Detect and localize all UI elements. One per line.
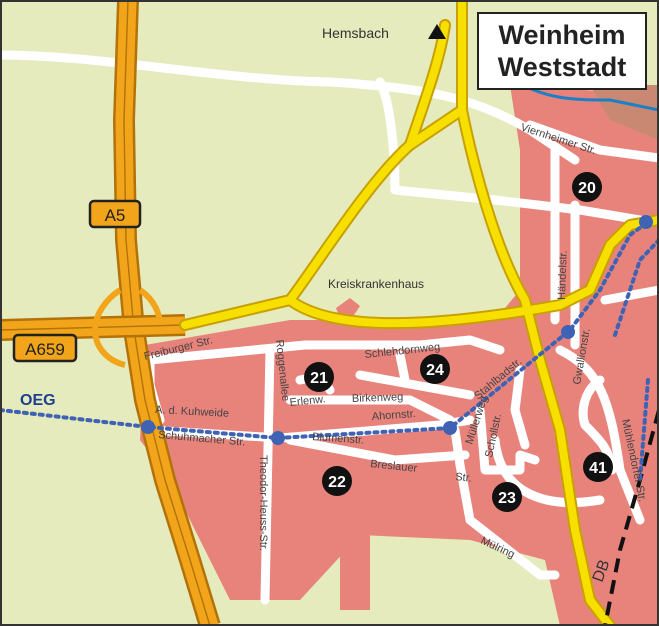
hospital-building bbox=[336, 298, 360, 318]
street-breslauer: Breslauer bbox=[370, 458, 418, 475]
map-title-line1: Weinheim bbox=[498, 20, 626, 50]
marker-22: 22 bbox=[322, 466, 352, 496]
tram-line-oeg bbox=[0, 220, 659, 482]
motorway-a5 bbox=[113, 0, 221, 626]
marker-41: 41 bbox=[583, 452, 613, 482]
direction-triangle-icon bbox=[428, 24, 446, 39]
label-hemsbach: Hemsbach bbox=[322, 25, 389, 41]
marker-24: 24 bbox=[420, 354, 450, 384]
label-hospital: Kreiskrankenhaus bbox=[328, 277, 424, 291]
shield-a659-text: A659 bbox=[25, 340, 65, 359]
marker-20: 20 bbox=[572, 172, 602, 202]
shield-a659: A659 bbox=[12, 333, 78, 363]
shield-a5-text: A5 bbox=[105, 206, 126, 225]
map-title-line2: Weststadt bbox=[497, 52, 627, 82]
street-birkenweg: Birkenweg bbox=[352, 391, 404, 405]
shield-a5: A5 bbox=[88, 199, 142, 229]
street-blumenstr: Blumenstr. bbox=[312, 431, 365, 447]
svg-text:23: 23 bbox=[498, 490, 516, 507]
svg-text:21: 21 bbox=[310, 370, 328, 387]
label-db: DB bbox=[590, 558, 614, 585]
street-haendelstr: Händelstr. bbox=[556, 250, 570, 300]
marker-23: 23 bbox=[492, 482, 522, 512]
label-oeg: OEG bbox=[20, 392, 56, 409]
railway-db bbox=[603, 409, 659, 626]
map-title-box: Weinheim Weststadt bbox=[477, 12, 647, 90]
marker-21: 21 bbox=[304, 362, 334, 392]
street-heussstr: Theodor-Heuss-Str. bbox=[257, 455, 269, 551]
svg-text:41: 41 bbox=[589, 460, 607, 477]
svg-text:20: 20 bbox=[578, 180, 596, 197]
tram-stops bbox=[141, 215, 653, 445]
street-kuhweide: A. d. Kuhweide bbox=[155, 404, 230, 420]
svg-text:22: 22 bbox=[328, 474, 346, 491]
street-str: Str. bbox=[455, 471, 473, 485]
street-ahornstr: Ahornstr. bbox=[371, 408, 416, 423]
street-erlenweg: Erlenw. bbox=[289, 393, 326, 409]
interchange-ramps bbox=[91, 287, 163, 368]
svg-text:24: 24 bbox=[426, 362, 444, 379]
